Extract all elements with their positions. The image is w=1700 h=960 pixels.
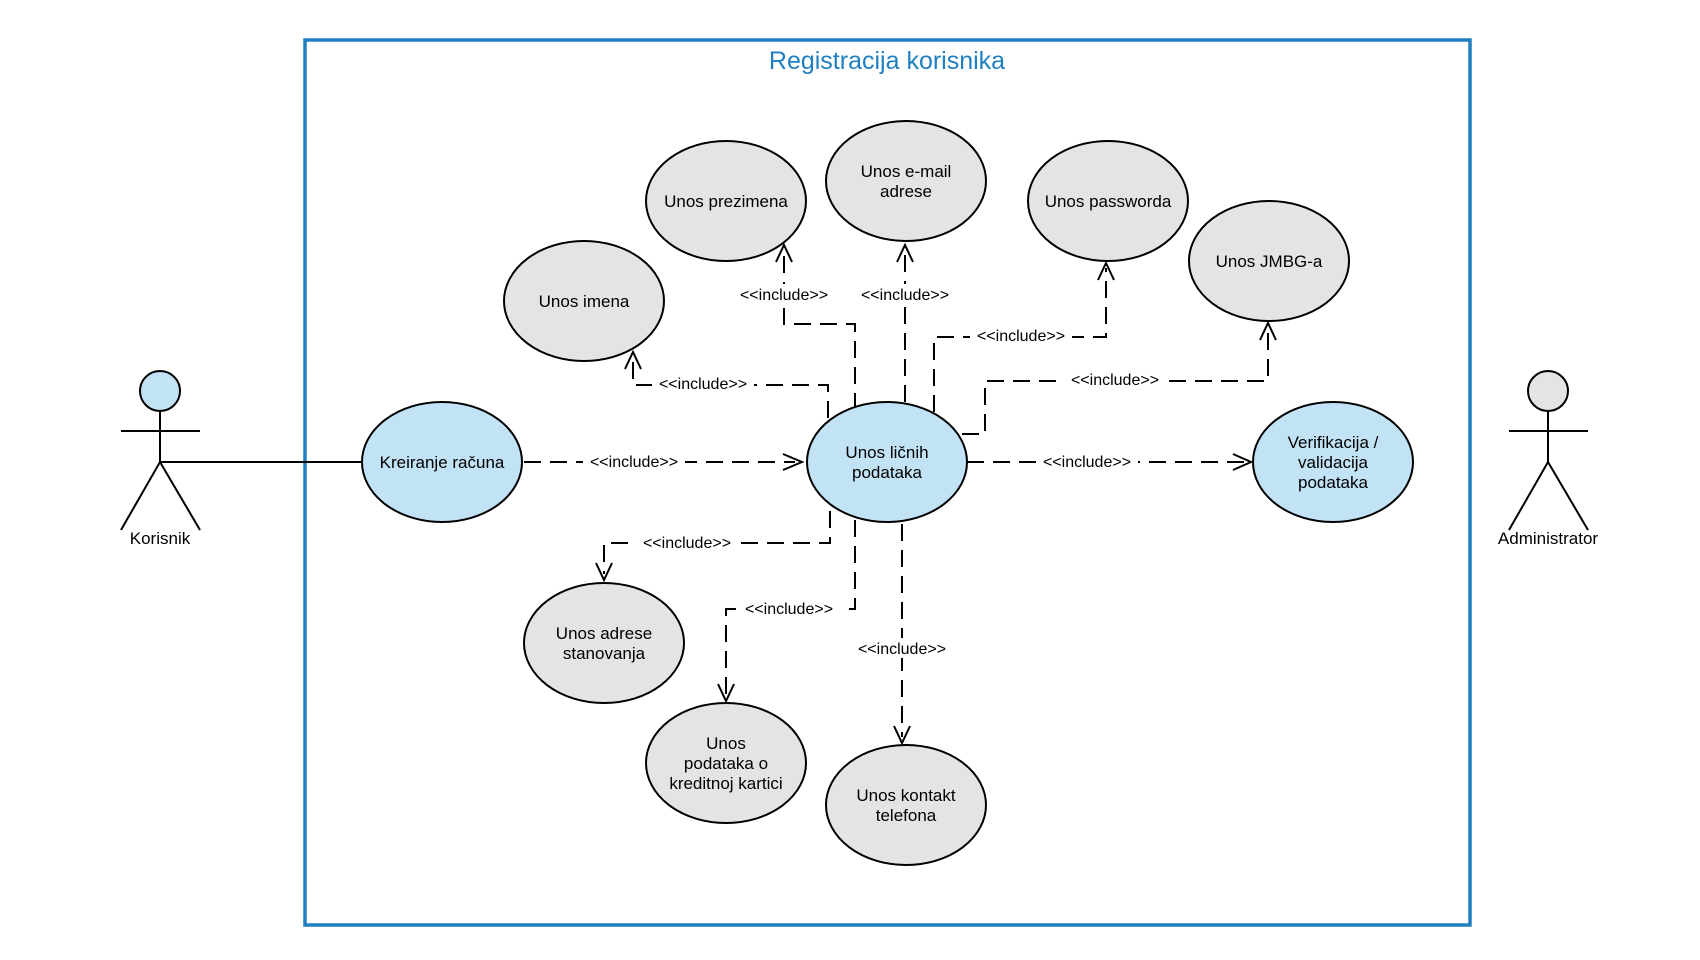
- arrowhead-verifikacija: [1232, 453, 1254, 471]
- include-label-kreiranje-licni: <<include>>: [590, 454, 678, 471]
- actor-administrator-head: [1527, 370, 1569, 412]
- arrowhead-prezimena: [775, 242, 793, 263]
- include-label-licni-prezimena: <<include>>: [740, 287, 828, 304]
- actor-korisnik-head: [139, 370, 181, 412]
- use-case-label-line: podataka: [1298, 473, 1368, 492]
- use-case-label-line: Unos JMBG-a: [1216, 252, 1323, 271]
- use-case-label-line: podataka: [852, 463, 922, 482]
- connector-licni-jmbg: [962, 328, 1269, 435]
- svg-text:Unos prezimena: Unos prezimena: [664, 192, 788, 211]
- svg-text:Kreiranje računa: Kreiranje računa: [380, 453, 505, 472]
- use-case-kreiranje-racuna[interactable]: Kreiranje računa: [361, 401, 523, 523]
- actor-korisnik-label: Korisnik: [130, 529, 191, 548]
- actor-administrator[interactable]: Administrator: [1498, 370, 1598, 548]
- use-case-unos-prezimena[interactable]: Unos prezimena: [645, 140, 807, 262]
- connector-licni-kartice: [725, 520, 856, 695]
- svg-text:Unos imena: Unos imena: [539, 292, 630, 311]
- use-case-label-line: kreditnoj kartici: [669, 774, 782, 793]
- use-case-label-line: Unos prezimena: [664, 192, 788, 211]
- use-case-label-line: telefona: [876, 806, 937, 825]
- svg-text:Unos JMBG-a: Unos JMBG-a: [1216, 252, 1323, 271]
- arrowhead-jmbg: [1259, 320, 1277, 341]
- use-case-unos-passworda[interactable]: Unos passworda: [1027, 140, 1189, 262]
- arrowhead-telefona: [893, 725, 911, 746]
- use-case-label-line: Unos ličnih: [845, 443, 928, 462]
- use-case-label-line: stanovanja: [563, 644, 646, 663]
- use-case-label-line: Unos kontakt: [856, 786, 955, 805]
- actor-korisnik-leg-left: [120, 461, 161, 531]
- arrowhead-imena: [624, 349, 642, 370]
- include-label-licni-telefona: <<include>>: [858, 641, 946, 658]
- include-label-licni-verifikacija: <<include>>: [1043, 454, 1131, 471]
- use-case-unos-jmbg[interactable]: Unos JMBG-a: [1188, 200, 1350, 322]
- include-label-licni-jmbg: <<include>>: [1071, 372, 1159, 389]
- include-label-licni-imena: <<include>>: [659, 376, 747, 393]
- arrowhead-password: [1097, 260, 1115, 281]
- arrowhead-licni-left: [782, 453, 805, 471]
- include-labels: <<include>> <<include>> <<include>> <<in…: [583, 284, 1166, 658]
- arrowhead-kartice: [717, 683, 735, 704]
- include-label-licni-adrese: <<include>>: [643, 535, 731, 552]
- svg-text:Unos passworda: Unos passworda: [1045, 192, 1172, 211]
- include-label-licni-password: <<include>>: [977, 328, 1065, 345]
- system-title: Registracija korisnika: [769, 47, 1005, 75]
- include-label-licni-kartice: <<include>>: [745, 601, 833, 618]
- use-case-label-line: Unos: [706, 734, 746, 753]
- use-case-label-line: Unos passworda: [1045, 192, 1172, 211]
- use-case-label-line: Verifikacija /: [1288, 433, 1379, 452]
- actor-administrator-leg-right: [1547, 461, 1589, 531]
- use-case-label-line: validacija: [1298, 453, 1368, 472]
- use-case-unos-imena[interactable]: Unos imena: [503, 240, 665, 362]
- actor-administrator-label: Administrator: [1498, 529, 1598, 548]
- use-case-label-line: adrese: [880, 182, 932, 201]
- actor-administrator-leg-left: [1508, 461, 1549, 531]
- use-case-label-line: Unos adrese: [556, 624, 652, 643]
- arrowhead-adrese: [595, 562, 613, 583]
- system-boundary: [303, 38, 1472, 927]
- use-case-label-line: Kreiranje računa: [380, 453, 505, 472]
- use-case-label-line: Unos e-mail: [861, 162, 952, 181]
- arrowhead-email: [896, 242, 914, 263]
- include-label-licni-email: <<include>>: [861, 287, 949, 304]
- actor-korisnik-leg-right: [159, 461, 201, 531]
- use-case-label-line: podataka o: [684, 754, 768, 773]
- use-case-label-line: Unos imena: [539, 292, 630, 311]
- actor-korisnik[interactable]: Korisnik: [120, 370, 201, 548]
